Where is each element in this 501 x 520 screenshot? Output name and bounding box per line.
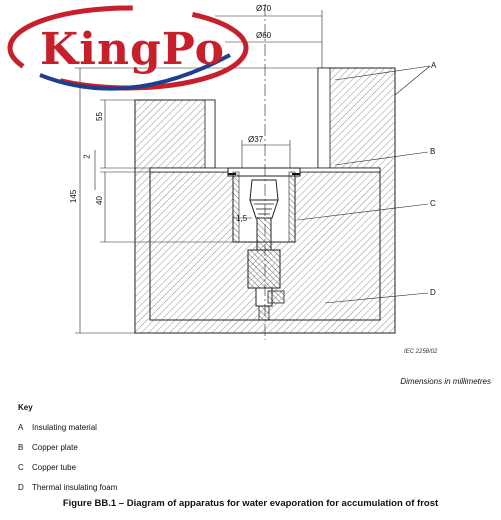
key-text: Insulating material xyxy=(32,423,97,432)
leader-lines xyxy=(297,65,431,304)
label-d: D xyxy=(430,288,436,297)
kingpo-logo xyxy=(7,5,249,91)
logo-text: KingPo xyxy=(40,24,225,75)
dim-2: 2 xyxy=(82,154,92,159)
key-item-b: B Copper plate xyxy=(18,443,78,452)
iec-reference: IEC 2258/02 xyxy=(404,349,438,355)
key-letter: D xyxy=(18,483,24,492)
label-a: A xyxy=(431,61,437,70)
key-text: Copper tube xyxy=(32,463,77,472)
apparatus-diagram xyxy=(7,4,431,340)
dim-70: Ø70 xyxy=(256,4,272,13)
dim-40: 40 xyxy=(94,196,104,205)
key-item-c: C Copper tube xyxy=(18,463,76,472)
dim-1-5: 1,5 xyxy=(236,214,248,223)
dim-55: 55 xyxy=(94,112,104,121)
key-title: Key xyxy=(18,403,33,412)
dimension-lines xyxy=(75,10,323,334)
key-letter: A xyxy=(18,423,24,432)
key-item-a: A Insulating material xyxy=(18,423,97,432)
figure-caption: Figure BB.1 – Diagram of apparatus for w… xyxy=(62,498,439,509)
dimensions-note: Dimensions in millimetres xyxy=(400,377,491,386)
nozzle-assembly xyxy=(228,173,300,321)
key-text: Thermal insulating foam xyxy=(32,483,118,492)
key-item-d: D Thermal insulating foam xyxy=(18,483,117,492)
key-text: Copper plate xyxy=(32,443,78,452)
key-letter: B xyxy=(18,443,24,452)
dim-145: 145 xyxy=(69,189,79,204)
key-letter: C xyxy=(18,463,24,472)
dim-37: Ø37 xyxy=(248,135,264,144)
label-c: C xyxy=(430,199,436,208)
label-b: B xyxy=(430,147,436,156)
dim-60: Ø60 xyxy=(256,31,272,40)
